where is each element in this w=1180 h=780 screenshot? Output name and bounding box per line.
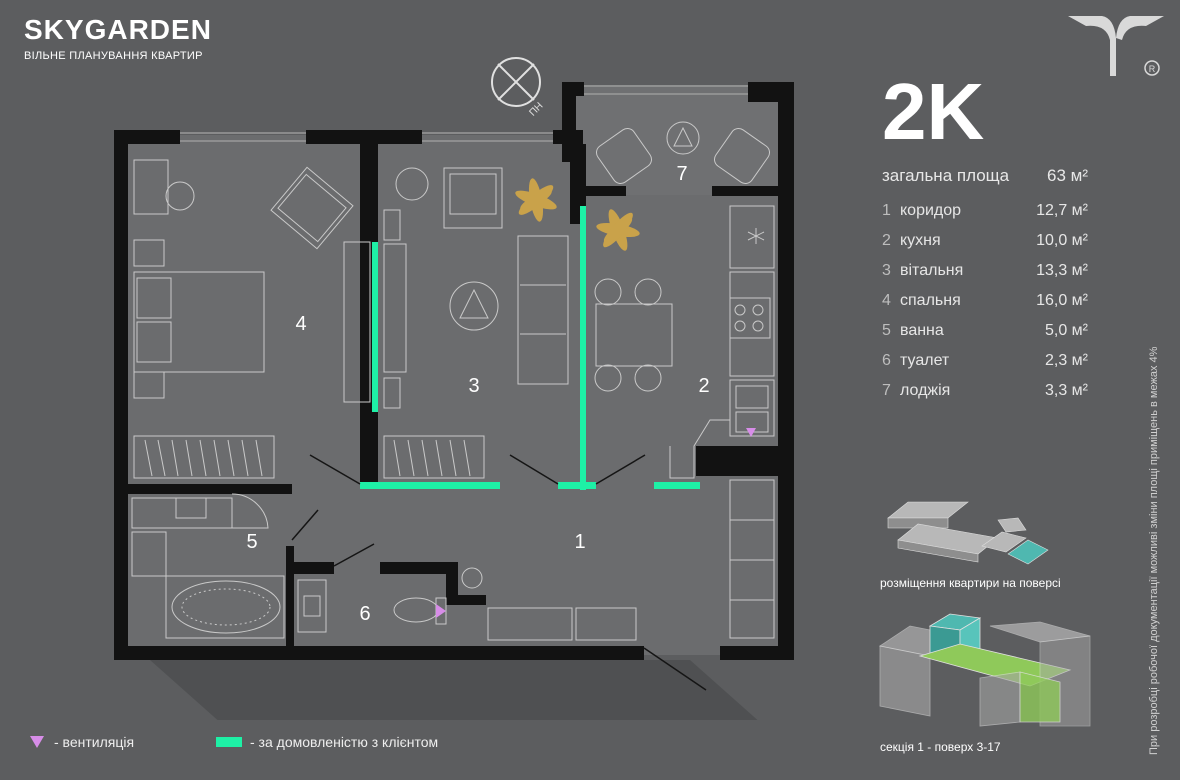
room-list: 1 коридор 12,7 м² 2 кухня 10,0 м² 3 вітальня 1… <box>882 202 1088 412</box>
apartment-type: 2K <box>882 67 985 156</box>
optional-walls <box>360 206 700 490</box>
room-name: лоджія <box>900 382 951 399</box>
room-name: ванна <box>900 322 944 339</box>
list-item: 7 лоджія 3,3 м² <box>882 382 1088 412</box>
floor-plan: ПН 1 2 3 4 5 6 7 <box>114 57 794 720</box>
floor-placement-map <box>887 501 1049 565</box>
list-item: 6 туалет 2,3 м² <box>882 352 1088 382</box>
legend-optional: - за домовленістю з клієнтом <box>216 734 438 750</box>
total-area-label: загальна площа <box>882 166 1010 185</box>
compass-icon <box>491 57 541 107</box>
room-name: спальня <box>900 292 961 309</box>
section-3d-map <box>878 613 1091 727</box>
room-label-4: 4 <box>295 313 306 335</box>
total-area: загальна площа 63 м² <box>882 166 1088 186</box>
optional-wall-swatch <box>216 737 242 747</box>
brand-subtitle: ВІЛЬНЕ ПЛАНУВАННЯ КВАРТИР <box>24 50 203 62</box>
room-number: 4 <box>882 292 891 309</box>
legend-ventilation: - вентиляція <box>30 734 134 750</box>
room-name: туалет <box>900 352 950 369</box>
ventilation-icon <box>436 428 756 618</box>
list-item: 2 кухня 10,0 м² <box>882 232 1088 262</box>
room-area: 13,3 м² <box>1036 262 1088 279</box>
list-item: 1 коридор 12,7 м² <box>882 202 1088 232</box>
brand-name: SKYGARDEN <box>24 14 212 45</box>
plant-icon <box>515 178 640 251</box>
room-number: 3 <box>882 262 891 279</box>
placement-caption: розміщення квартири на поверсі <box>880 576 1061 590</box>
room-label-2: 2 <box>698 375 709 397</box>
compass-label: ПН <box>528 101 546 119</box>
room-area: 2,3 м² <box>1044 352 1088 369</box>
room-number: 2 <box>882 232 891 249</box>
brand-logo-icon: R <box>1068 16 1164 76</box>
room-number: 5 <box>882 322 891 339</box>
room-number: 1 <box>882 202 891 219</box>
doors <box>291 454 707 691</box>
room-area: 5,0 м² <box>1044 322 1088 339</box>
room-label-6: 6 <box>359 603 370 625</box>
section-caption: секція 1 - поверх 3-17 <box>880 740 1001 754</box>
room-name: кухня <box>900 232 941 249</box>
room-area: 10,0 м² <box>1036 232 1088 249</box>
area-tolerance-note: При розробці робочої документації можлив… <box>1148 346 1160 755</box>
list-item: 4 спальня 16,0 м² <box>882 292 1088 322</box>
room-number: 7 <box>882 382 891 399</box>
room-name: коридор <box>900 202 962 219</box>
legend-ventilation-label: - вентиляція <box>54 734 135 750</box>
room-area: 16,0 м² <box>1036 292 1088 309</box>
room-area: 3,3 м² <box>1044 382 1088 399</box>
windows <box>180 85 748 142</box>
brand-block: SKYGARDEN ВІЛЬНЕ ПЛАНУВАННЯ КВАРТИР <box>24 14 212 62</box>
ventilation-triangle-icon <box>30 736 44 748</box>
room-label-5: 5 <box>246 531 257 553</box>
room-area: 12,7 м² <box>1036 202 1088 219</box>
svg-text:R: R <box>1149 64 1156 74</box>
room-label-1: 1 <box>574 531 585 553</box>
list-item: 5 ванна 5,0 м² <box>882 322 1088 352</box>
room-number: 6 <box>882 352 891 369</box>
walls <box>114 82 794 660</box>
room-label-3: 3 <box>468 375 479 397</box>
room-name: вітальня <box>900 262 964 279</box>
list-item: 3 вітальня 13,3 м² <box>882 262 1088 292</box>
total-area-value: 63 м² <box>1047 166 1088 185</box>
room-label-7: 7 <box>676 163 687 185</box>
legend-optional-label: - за домовленістю з клієнтом <box>250 734 439 750</box>
